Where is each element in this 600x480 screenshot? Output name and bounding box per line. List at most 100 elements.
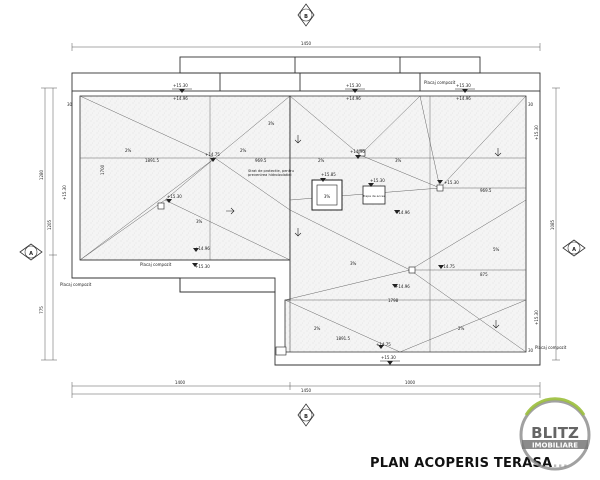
note-center-wrap: Strat de protectie, pentru prevenirea hi… [248, 169, 294, 178]
elev-bottom-mid: +14.75 [376, 342, 391, 349]
svg-text:+14.75: +14.75 [376, 342, 391, 347]
elev-right-side: +15.30 [534, 125, 539, 140]
roof-hatch: 3% [311, 179, 343, 211]
edge-label-left: Placaj compozit [140, 262, 172, 267]
svg-text:+15.30: +15.30 [370, 178, 385, 183]
svg-text:+15.30: +15.30 [381, 355, 396, 360]
section-top-label: B [304, 14, 308, 20]
drawing-title: PLAN ACOPERIS TERASA... [370, 456, 568, 471]
svg-text:1891.5: 1891.5 [145, 158, 159, 163]
section-marker-right: A [562, 239, 586, 257]
svg-text:+15.30: +15.30 [62, 185, 67, 200]
svg-text:30: 30 [67, 102, 73, 107]
svg-text:3%: 3% [350, 261, 357, 266]
elev-top-right: +15.30 +14.96 [455, 83, 475, 101]
dim-left-outer: 1205 [47, 219, 52, 230]
svg-text:+15.30: +15.30 [534, 310, 539, 325]
svg-text:+14.75: +14.75 [205, 152, 220, 157]
svg-text:+15.30: +15.30 [534, 125, 539, 140]
elev-top-left: +15.30 +14.96 [172, 83, 192, 101]
svg-text:2%: 2% [314, 326, 321, 331]
note-center: Strat de protectie, pentru prevenirea hi… [248, 169, 294, 178]
elev-lower-left: +14.96 [193, 246, 210, 252]
svg-text:3%: 3% [268, 121, 275, 126]
svg-text:2%: 2% [240, 148, 247, 153]
roof-drains [157, 149, 444, 356]
skylight-label: Trapa de acces [362, 194, 386, 198]
elev-left-side: +15.30 [62, 185, 67, 200]
elev-hatch: +15.85 [320, 172, 336, 182]
elev-right-mid: +15.30 [437, 180, 459, 185]
elev-bottom-edge: +15.30 [380, 355, 400, 365]
roof-area-upper [79, 95, 291, 261]
svg-text:2%: 2% [125, 148, 132, 153]
svg-text:30: 30 [528, 102, 534, 107]
elev-lower-mid: +14.96 [392, 284, 410, 289]
section-left-label: A [29, 251, 33, 257]
svg-text:+15.30: +15.30 [173, 83, 188, 88]
dim-bottom-right: 1000 [405, 380, 416, 385]
svg-text:30: 30 [528, 348, 534, 353]
slope-lines [79, 95, 527, 353]
small-dimensions: 1891.5 969.5 969.5 1798 1891.5 875 1700 … [67, 102, 534, 353]
dim-bottom-left: 1400 [175, 380, 186, 385]
svg-text:+14.96: +14.96 [350, 149, 365, 154]
svg-text:1700: 1700 [100, 164, 105, 175]
svg-text:+14.96: +14.96 [456, 96, 471, 101]
svg-text:1798: 1798 [388, 298, 399, 303]
dim-left-lower: 775 [39, 306, 44, 314]
dim-left-upper: 1280 [39, 169, 44, 180]
svg-text:+15.30: +15.30 [195, 264, 210, 269]
svg-text:+15.30: +15.30 [444, 180, 459, 185]
svg-text:+15.30: +15.30 [167, 194, 182, 199]
elev-center-left: +14.75 [205, 152, 220, 162]
edge-label-top: Placaj compozit [424, 80, 456, 85]
svg-text:+14.96: +14.96 [395, 284, 410, 289]
section-marker-left: A [19, 243, 43, 261]
elev-center-mid: +14.96 [350, 149, 365, 159]
flow-arrows [226, 135, 502, 329]
svg-text:2%: 2% [318, 158, 325, 163]
section-marker-bottom: B [297, 403, 315, 427]
dim-right: 1085 [550, 219, 555, 230]
svg-text:+14.75: +14.75 [440, 264, 455, 269]
slope-labels: 2% 2% 2% 3% 3% 3% 2% 2% 5% 3% [125, 121, 500, 331]
svg-text:+14.96: +14.96 [195, 246, 210, 251]
elev-drain-left: +15.30 [166, 194, 182, 203]
edge-label-right: Placaj compozit [535, 345, 567, 350]
svg-text:+14.96: +14.96 [346, 96, 361, 101]
svg-text:+14.96: +14.96 [395, 210, 410, 215]
elev-top-mid: +15.30 +14.96 [345, 83, 365, 101]
elev-right-side-lower: +15.30 [534, 310, 539, 325]
svg-text:2%: 2% [458, 326, 465, 331]
svg-text:1891.5: 1891.5 [336, 336, 350, 341]
svg-text:+15.30: +15.30 [346, 83, 361, 88]
elevation-markers: +15.30 +14.96 +15.30 +14.96 +15.30 +14.9… [62, 83, 539, 365]
building-outline [71, 56, 541, 366]
svg-text:+15.30: +15.30 [456, 83, 471, 88]
svg-text:+15.85: +15.85 [321, 172, 336, 177]
svg-text:5%: 5% [493, 247, 500, 252]
hatch-slope: 3% [324, 194, 331, 199]
skylight: Trapa de acces [362, 185, 386, 205]
drawing-title-text: PLAN ACOPERIS TERASA [370, 456, 553, 471]
svg-text:875: 875 [480, 272, 488, 277]
dim-bottom-total: 1450 [301, 388, 312, 393]
section-marker-top: B [297, 3, 315, 27]
section-bottom-label: B [304, 414, 308, 420]
svg-text:+14.96: +14.96 [173, 96, 188, 101]
drawing-title-suffix: ... [552, 456, 568, 471]
dim-top-total: 1450 [301, 41, 312, 46]
elev-lower-edge: +15.30 [192, 263, 210, 269]
svg-text:3%: 3% [196, 219, 203, 224]
svg-text:969.5: 969.5 [480, 188, 492, 193]
edge-label-left-outer: Placaj compozit [60, 282, 92, 287]
svg-text:3%: 3% [395, 158, 402, 163]
elev-skylight: +15.30 [368, 178, 385, 187]
elev-center-lower: +14.75 [438, 264, 455, 269]
dimension-lines [41, 43, 560, 398]
section-right-label: A [572, 247, 576, 253]
elev-hatch-below: +14.96 [394, 210, 410, 215]
